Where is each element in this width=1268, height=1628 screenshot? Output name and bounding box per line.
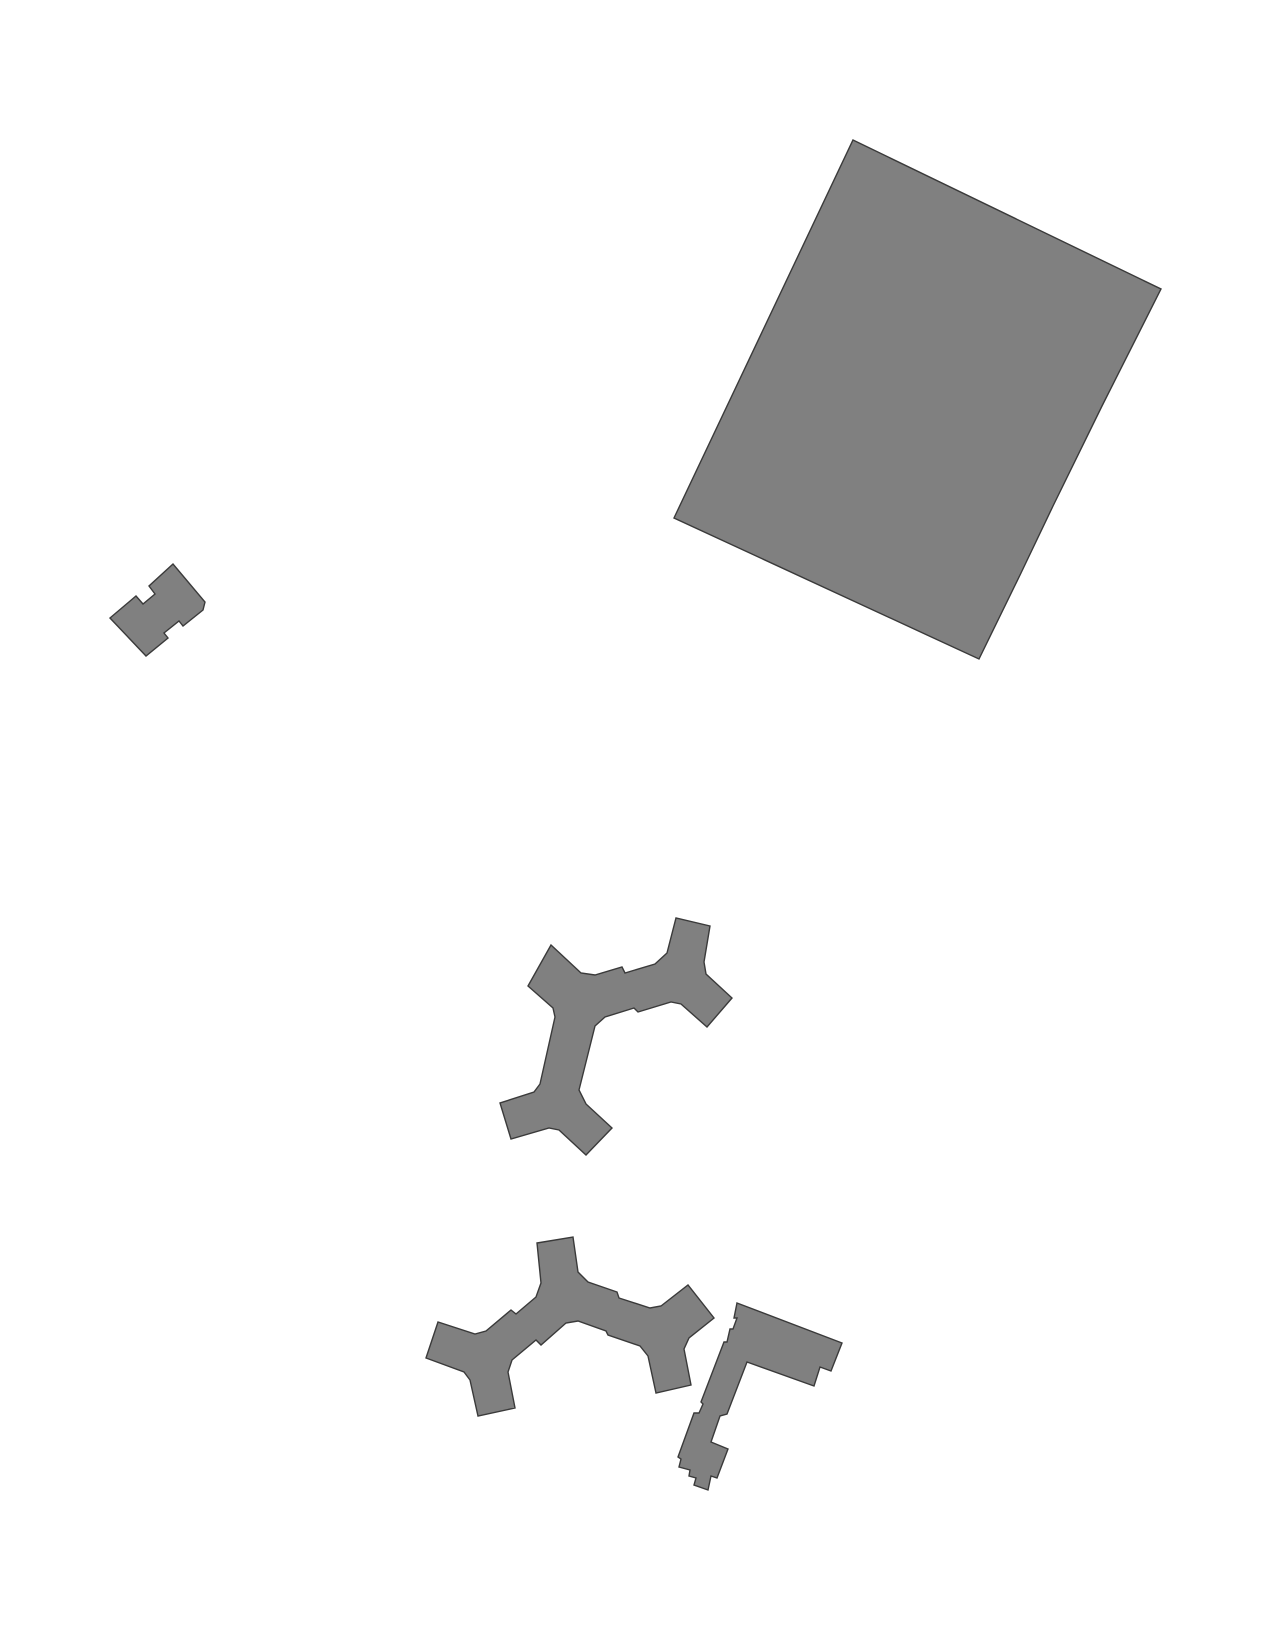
l-shaped-building (677, 1302, 843, 1491)
y-shaped-building-upper (499, 917, 733, 1156)
small-h-shaped-building (108, 562, 206, 657)
y-shaped-building-lower (425, 1236, 715, 1417)
large-rectangular-building (673, 139, 1162, 660)
